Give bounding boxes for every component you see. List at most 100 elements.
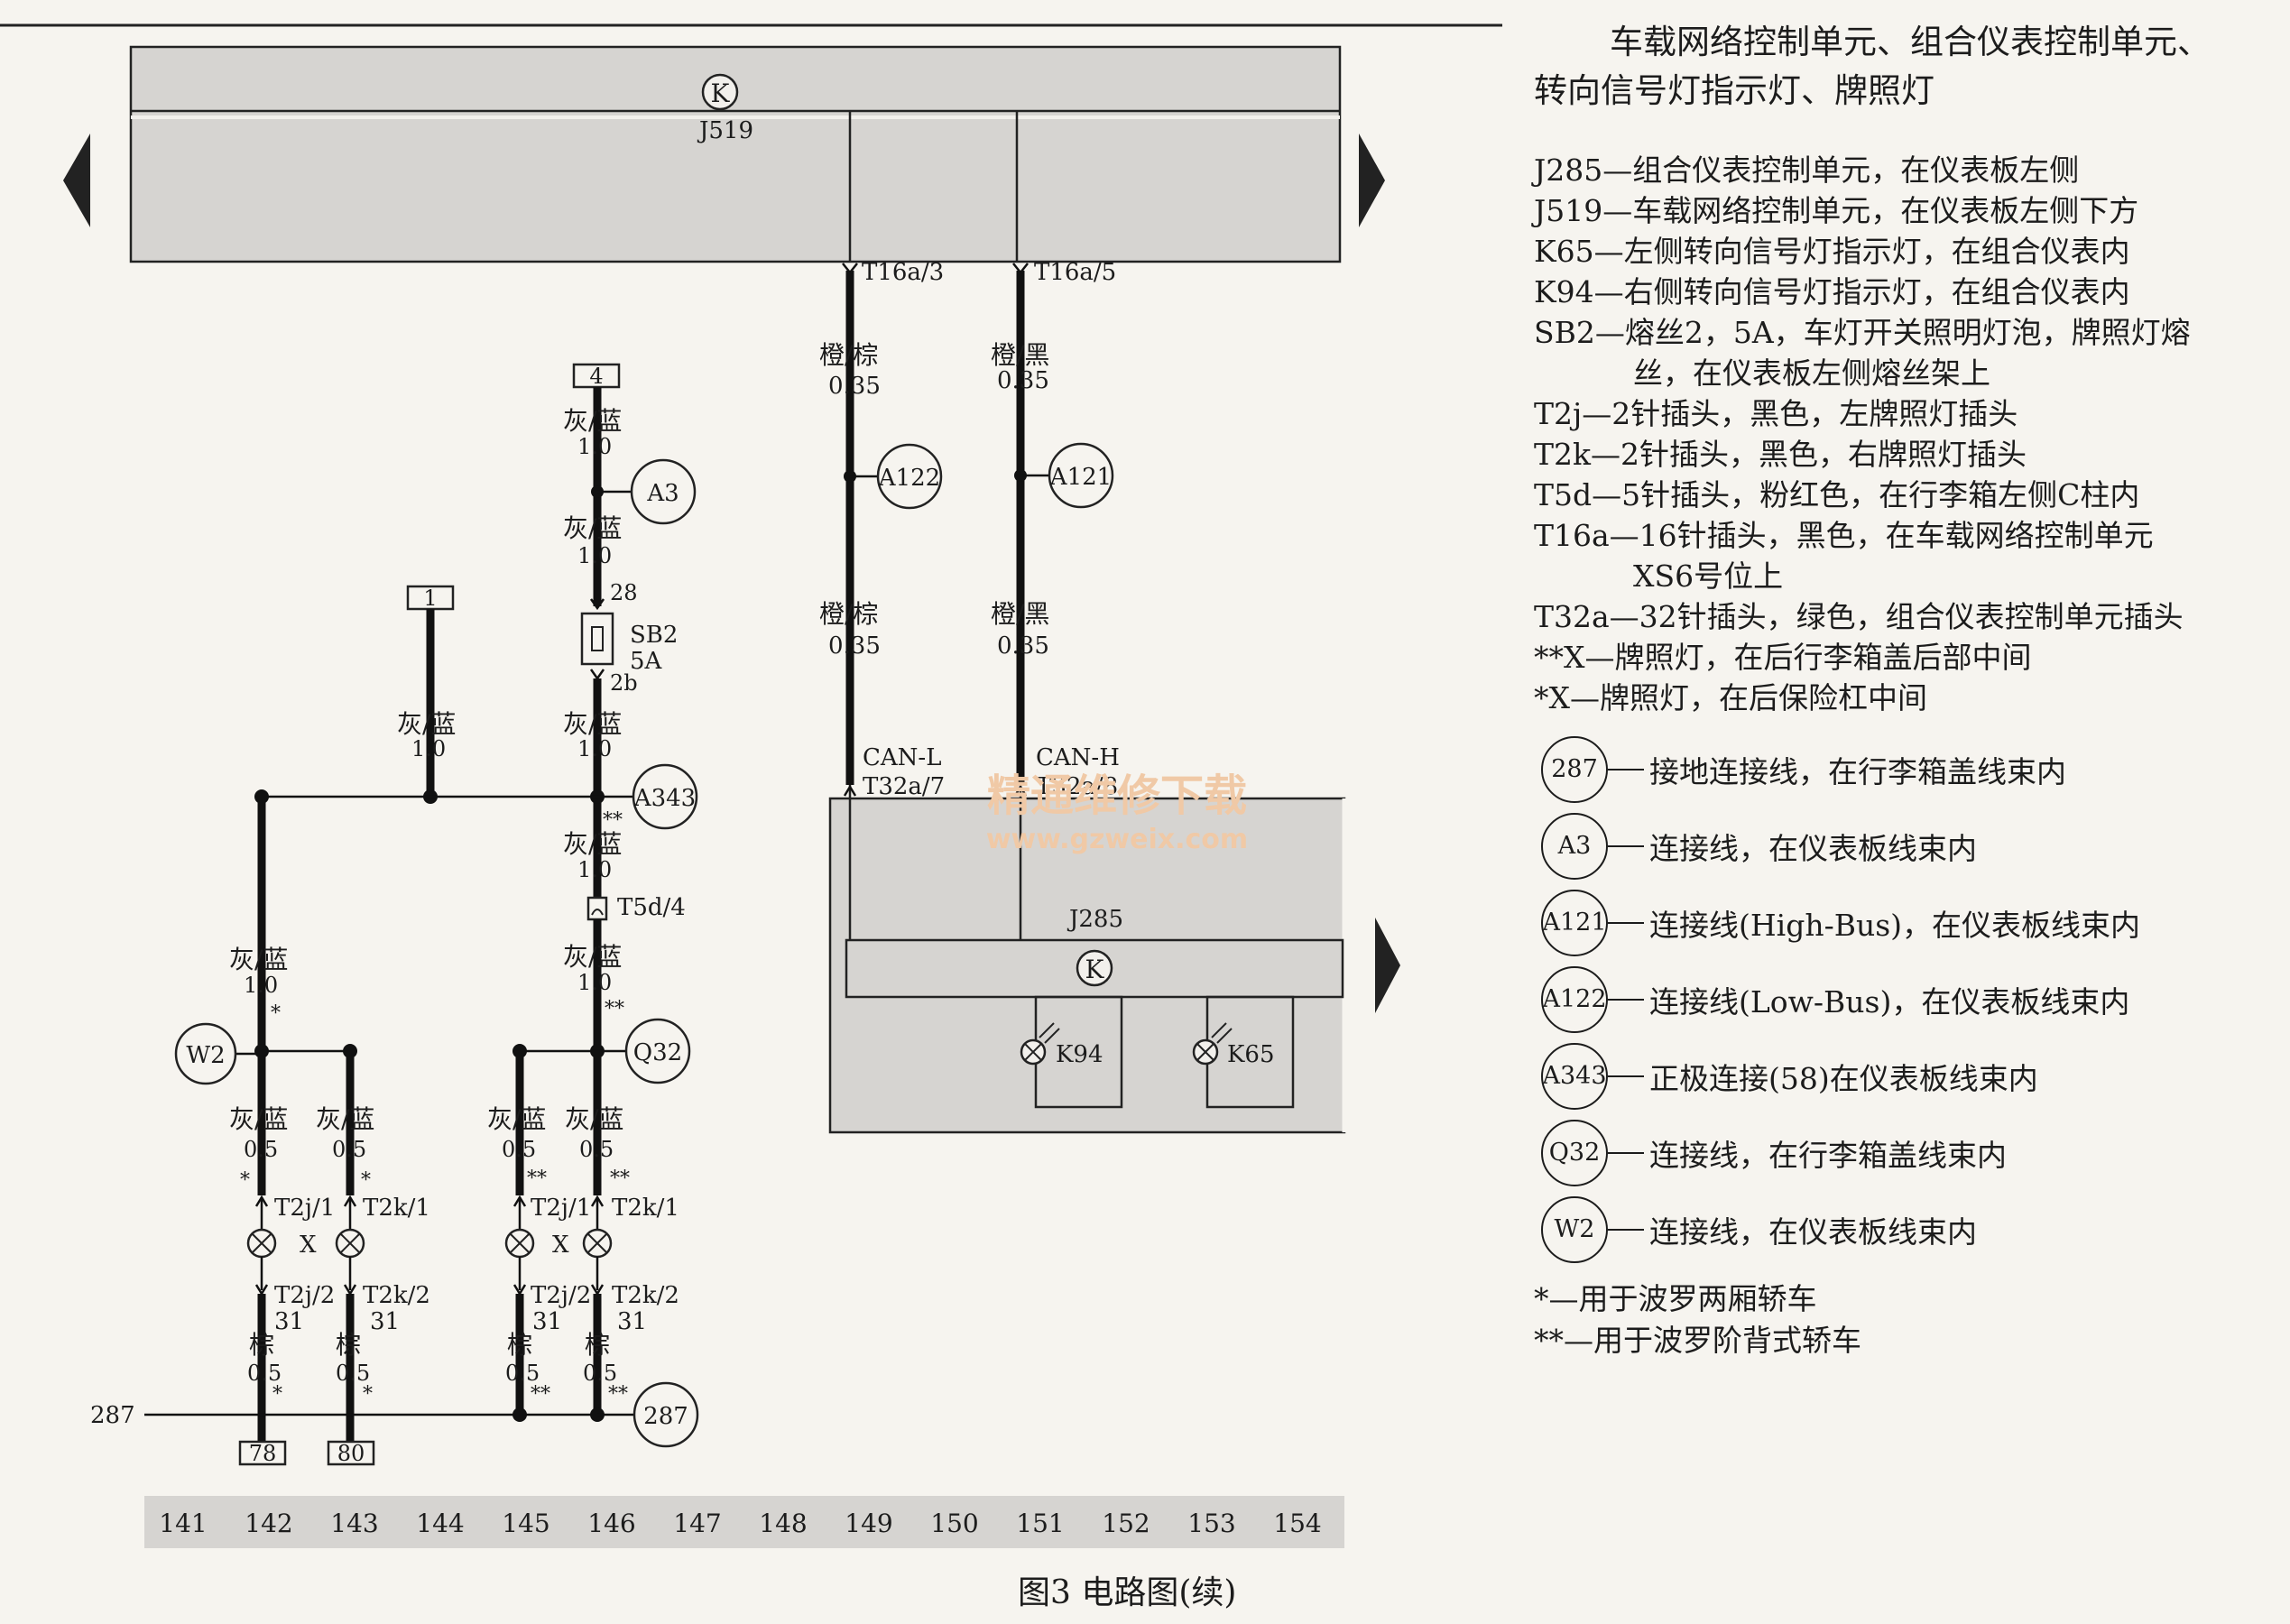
svg-text:X: X [552, 1232, 569, 1259]
j519-label: J519 [697, 117, 753, 144]
svg-text:1.0: 1.0 [411, 736, 446, 761]
ruler-label: 144 [416, 1509, 464, 1538]
svg-text:1.0: 1.0 [577, 736, 612, 761]
svg-text:31: 31 [532, 1308, 562, 1335]
legend-item: T32a—32针插头，绿色，组合仪表控制单元插头 [1534, 599, 2184, 634]
svg-text:0.5: 0.5 [505, 1361, 540, 1386]
connector-a122 [876, 443, 943, 510]
svg-text:A121: A121 [1049, 464, 1112, 491]
watermark-text: 精通维修下载 [987, 770, 1247, 821]
svg-text:Q32: Q32 [633, 1039, 682, 1066]
svg-text:1.0: 1.0 [244, 973, 278, 998]
svg-text:0.5: 0.5 [502, 1137, 536, 1162]
svg-text:T2k/2: T2k/2 [363, 1282, 430, 1309]
svg-text:T32a/7: T32a/7 [863, 773, 945, 800]
svg-text:T2k/2: T2k/2 [612, 1282, 679, 1309]
svg-text:*: * [240, 1169, 250, 1192]
legend-note: *—用于波罗两厢轿车 [1534, 1281, 1817, 1316]
svg-text:*: * [361, 1169, 371, 1192]
svg-text:灰/蓝: 灰/蓝 [316, 1104, 374, 1134]
svg-text:T16a/5: T16a/5 [1034, 259, 1116, 286]
svg-text:灰/蓝: 灰/蓝 [229, 1104, 288, 1134]
svg-text:0.5: 0.5 [583, 1361, 617, 1386]
legend-item-list: J285—组合仪表控制单元，在仪表板左侧 J519—车载网络控制单元，在仪表板左侧… [1534, 150, 2283, 718]
svg-text:31: 31 [274, 1308, 304, 1335]
svg-text:T2j/1: T2j/1 [274, 1195, 335, 1222]
j285-label: J285 [1067, 906, 1123, 933]
svg-text:棕: 棕 [585, 1330, 610, 1360]
svg-text:28: 28 [610, 580, 638, 605]
svg-text:**: ** [605, 998, 624, 1020]
svg-text:2b: 2b [610, 670, 638, 696]
connector-symbol: W2 [1541, 1195, 1608, 1263]
legend-item: T5d—5针插头，粉红色，在行李箱左侧C柱内 [1534, 477, 2140, 512]
ruler-label: 149 [845, 1509, 892, 1538]
svg-text:灰/蓝: 灰/蓝 [563, 942, 622, 972]
continue-right-arrow-icon [1359, 134, 1385, 227]
svg-text:1.0: 1.0 [577, 543, 612, 568]
figure-caption: 图3 电路图(续) [1018, 1574, 1237, 1611]
svg-text:T2j/2: T2j/2 [531, 1282, 591, 1309]
ruler-label: 143 [330, 1509, 378, 1538]
svg-text:橙/棕: 橙/棕 [819, 599, 878, 629]
svg-text:0.35: 0.35 [997, 632, 1049, 660]
svg-text:橙/黑: 橙/黑 [991, 340, 1049, 370]
connector-a121 [1048, 442, 1114, 509]
svg-text:31: 31 [370, 1308, 400, 1335]
svg-text:K: K [1085, 955, 1105, 984]
svg-text:T2j/2: T2j/2 [274, 1282, 335, 1309]
ref-1-wire: 1 灰/蓝 1.0 灰/蓝 1.0 * [229, 585, 597, 1051]
svg-text:0.5: 0.5 [247, 1361, 282, 1386]
svg-text:1.0: 1.0 [577, 434, 612, 459]
svg-text:灰/蓝: 灰/蓝 [487, 1104, 546, 1134]
legend-item: **X—牌照灯，在后行李箱盖后部中间 [1534, 640, 2032, 675]
svg-text:1: 1 [423, 586, 437, 611]
svg-text:*: * [272, 1383, 282, 1406]
ref-box-80 [327, 1440, 375, 1466]
svg-text:*: * [363, 1383, 373, 1406]
svg-text:橙/棕: 橙/棕 [819, 340, 878, 370]
svg-text:棕: 棕 [249, 1330, 274, 1360]
legend-item: J519—车载网络控制单元，在仪表板左侧下方 [1534, 193, 2139, 228]
ruler-label: 146 [587, 1509, 635, 1538]
svg-text:*: * [271, 1002, 281, 1025]
ground-bus-287: 287 287 [90, 1381, 699, 1448]
connector-287 [633, 1381, 699, 1448]
svg-text:0.5: 0.5 [332, 1137, 366, 1162]
svg-text:灰/蓝: 灰/蓝 [563, 829, 622, 859]
can-high-wire: T16a/5 橙/黑 0.35 A121 橙/黑 0.35 CAN-H T32a… [991, 259, 1120, 800]
svg-text:4: 4 [589, 364, 603, 389]
connector-symbol: 287 [1541, 735, 1608, 803]
k65-label: K65 [1227, 1041, 1275, 1068]
connector-symbol: A343 [1541, 1042, 1608, 1110]
svg-text:0.35: 0.35 [828, 632, 881, 660]
svg-text:0.5: 0.5 [336, 1361, 370, 1386]
connector-symbol: Q32 [1541, 1119, 1608, 1186]
k94-label: K94 [1056, 1041, 1103, 1068]
svg-text:A3: A3 [646, 480, 679, 507]
watermark-url: www.gzweix.com [986, 824, 1248, 855]
svg-text:287: 287 [90, 1402, 135, 1429]
svg-text:灰/蓝: 灰/蓝 [565, 1104, 623, 1134]
fuse-sb2-icon [580, 612, 614, 666]
svg-text:0.35: 0.35 [828, 373, 881, 400]
legend-item: SB2—熔丝2，5A，车灯开关照明灯泡，牌照灯熔丝，在仪表板左侧熔丝架上 [1534, 315, 2191, 391]
svg-text:**: ** [608, 1383, 628, 1406]
lighting-supply-wire: 4 灰/蓝 1.0 A3 灰/蓝 1.0 28 SB2 5A 2b 灰/蓝 1.… [563, 363, 698, 1051]
ruler-label: 151 [1016, 1509, 1064, 1538]
connector-a343 [632, 763, 698, 830]
legend-item: J285—组合仪表控制单元，在仪表板左侧 [1534, 152, 2080, 188]
svg-text:1.0: 1.0 [577, 970, 612, 995]
svg-text:T2k/1: T2k/1 [612, 1195, 679, 1222]
ruler-label: 147 [673, 1509, 721, 1538]
svg-text:0.35: 0.35 [997, 367, 1049, 394]
fuse-label: SB2 [630, 622, 678, 649]
